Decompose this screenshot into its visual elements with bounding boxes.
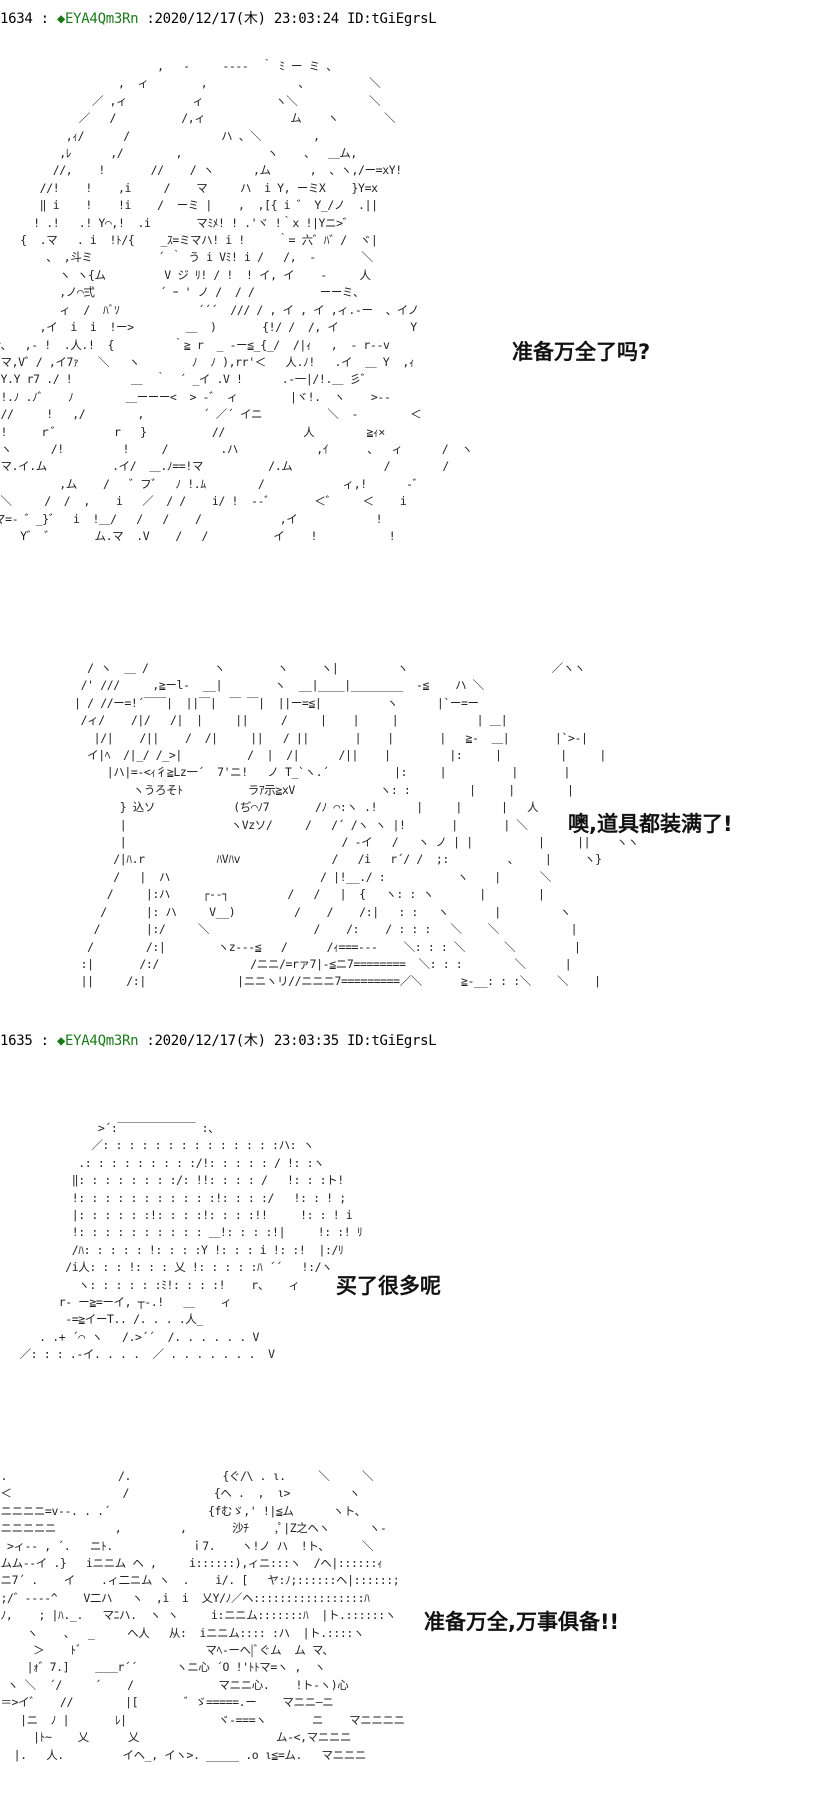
- ascii-art-panel: / ヽ ＿ / ヽ ヽ ヽ| ヽ ／ヽヽ /' /// ,≧ーl- __| ヽ …: [74, 661, 639, 989]
- poster-name[interactable]: ◆EYA4Qm3Rn: [56, 1033, 139, 1049]
- speech-text: 买了很多呢: [336, 1274, 441, 1298]
- ascii-art-panel: >´:￣￣￣￣￣￣￣ :、 ／: : : : : : : : : : : : :…: [19, 1121, 363, 1362]
- speech-text: 噢,道具都装满了!: [568, 812, 733, 836]
- ascii-art-panel: , - ‐‐‐‐ ｀ ﾐ ー ミ 、 , ィ , ､ ＼ ／ ,ィ ィ ヽ＼ ＼…: [0, 59, 473, 543]
- ascii-art-panel: . /. {ぐ/\ . ι. ＼ ＼ ＜ / {ヘ . , ι> ヽ ニニニニ=…: [0, 1469, 406, 1762]
- post-date: :2020/12/17(木) 23:03:24 ID:tGiEgrsL: [146, 11, 437, 27]
- speech-text: 准备万全了吗?: [512, 340, 651, 364]
- post-date: :2020/12/17(木) 23:03:35 ID:tGiEgrsL: [146, 1033, 437, 1049]
- post-number: 1634 :: [0, 11, 49, 27]
- post-header: 1635 : ◆EYA4Qm3Rn :2020/12/17(木) 23:03:3…: [0, 1030, 437, 1050]
- poster-name[interactable]: ◆EYA4Qm3Rn: [56, 11, 139, 27]
- post-header: 1634 : ◆EYA4Qm3Rn :2020/12/17(木) 23:03:2…: [0, 8, 437, 28]
- speech-text: 准备万全,万事俱备!!: [424, 1610, 620, 1634]
- post-number: 1635 :: [0, 1033, 49, 1049]
